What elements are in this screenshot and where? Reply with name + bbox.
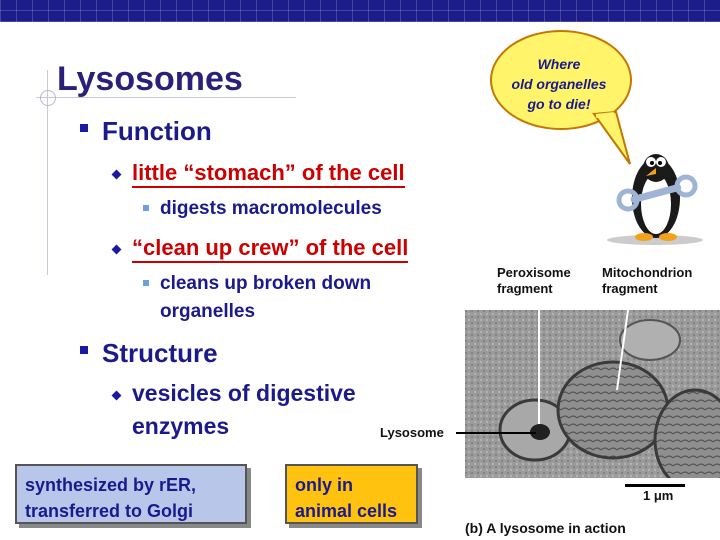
bubble-line3: go to die! <box>527 96 591 112</box>
square-bullet-icon <box>80 346 88 354</box>
diamond-bullet-icon <box>111 244 122 255</box>
rer-callout-line2: transferred to Golgi <box>25 501 194 521</box>
speech-bubble-tail <box>592 110 631 165</box>
mitochondrion-label-line1: Mitochondrion <box>602 265 693 280</box>
animal-cells-callout: only in animal cells <box>285 464 418 524</box>
slide-title: Lysosomes <box>57 60 243 98</box>
decorative-crosshair <box>40 90 56 106</box>
function-detail-cleans-line2: organelles <box>160 301 256 322</box>
small-square-bullet-icon <box>143 280 149 286</box>
function-item-stomach: little “stomach” of the cell <box>132 160 405 188</box>
rer-callout-line1: synthesized by rER, <box>25 475 197 495</box>
rer-golgi-callout: synthesized by rER, transferred to Golgi <box>15 464 247 524</box>
square-bullet-icon <box>80 124 88 132</box>
structure-heading: Structure <box>102 338 218 368</box>
animal-callout-line1: only in <box>295 475 353 495</box>
header-pattern <box>0 0 720 22</box>
lysosome-micrograph <box>465 310 720 478</box>
peroxisome-label-line1: Peroxisome <box>497 265 571 280</box>
speech-bubble-text: Where old organelles go to die! <box>497 54 621 114</box>
penguin-mascot-icon <box>607 154 703 245</box>
bubble-line2: old organelles <box>511 76 607 92</box>
lysosome-pointer-line <box>456 432 536 434</box>
diamond-bullet-icon <box>111 390 122 401</box>
scale-label: 1 μm <box>643 488 674 503</box>
bubble-line1: Where <box>537 56 581 72</box>
decorative-vertical-line <box>47 70 48 275</box>
diamond-bullet-icon <box>111 169 122 180</box>
structure-item-line2: enzymes <box>132 413 230 439</box>
function-heading: Function <box>102 116 212 146</box>
small-square-bullet-icon <box>143 205 149 211</box>
function-item-cleanup: “clean up crew” of the cell <box>132 235 409 263</box>
decorative-horizontal-line <box>36 97 296 98</box>
header-bar <box>0 0 720 22</box>
mitochondrion-label-line2: fragment <box>602 281 658 296</box>
animal-callout-line2: animal cells <box>295 501 398 521</box>
function-detail-digests: digests macromolecules <box>160 198 382 219</box>
peroxisome-label-line2: fragment <box>497 281 553 296</box>
function-detail-cleans-line1: cleans up broken down <box>160 273 372 294</box>
micrograph-caption: (b) A lysosome in action <box>465 520 626 536</box>
scale-bar <box>625 484 685 487</box>
lysosome-label: Lysosome <box>380 425 444 440</box>
structure-item-line1: vesicles of digestive <box>132 380 356 406</box>
